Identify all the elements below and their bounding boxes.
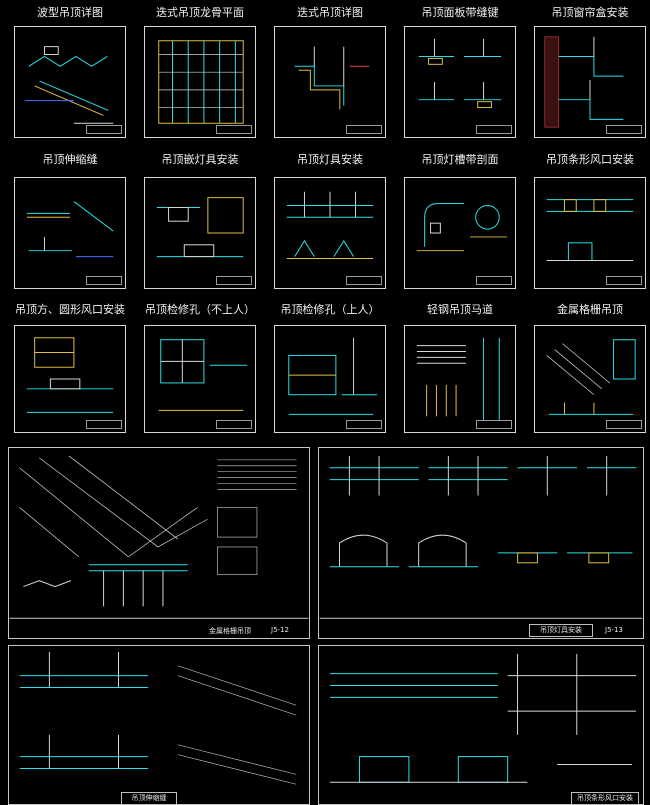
sheet-cell[interactable]: 吊顶条形风口安装 — [528, 151, 650, 289]
sheet-cell[interactable]: 吊顶窗帘盒安装 — [528, 4, 650, 138]
title-block — [216, 276, 252, 285]
drawing-sheet — [404, 177, 516, 289]
drawing-sheet — [14, 26, 126, 138]
drawing-sheet — [404, 26, 516, 138]
title-block — [86, 125, 122, 134]
sheet-cell[interactable]: 吊顶灯槽带剖面 — [398, 151, 522, 289]
sheet-title: 波型吊顶详图 — [37, 6, 103, 19]
title-block — [86, 420, 122, 429]
sheet-title: 迭式吊顶详图 — [297, 6, 363, 19]
sheet-footer-title: 吊顶条形风口安装 — [571, 792, 639, 805]
drawing-lines — [544, 36, 624, 128]
title-block — [216, 125, 252, 134]
sheet-cell[interactable]: 迭式吊顶详图 — [268, 4, 392, 138]
drawing-sheet — [144, 26, 256, 138]
sheet-cell[interactable]: 轻钢吊顶马道 — [398, 301, 522, 433]
sheet-title: 吊顶窗帘盒安装 — [551, 6, 629, 19]
sheet-title: 吊顶检修孔（不上人） — [145, 303, 255, 316]
sheet-title: 吊顶面板带缝键 — [421, 6, 499, 19]
drawing-sheet — [534, 177, 646, 289]
drawing-sheet — [404, 325, 516, 433]
title-block — [606, 420, 642, 429]
sheet-cell[interactable]: 吊顶伸缩缝 — [8, 151, 132, 289]
sheet-title: 吊顶条形风口安装 — [546, 153, 634, 166]
sheet-title: 迭式吊顶龙骨平面 — [156, 6, 244, 19]
sheet-cell[interactable]: 金属格栅吊顶 — [528, 301, 650, 433]
sheet-cell[interactable]: 吊顶嵌灯具安装 — [138, 151, 262, 289]
drawing-lines — [418, 38, 502, 109]
drawing-lines — [416, 203, 508, 252]
drawing-lines — [546, 339, 636, 415]
drawing-sheet — [274, 26, 386, 138]
grille-drawing — [9, 455, 309, 619]
drawing-sheet — [534, 26, 646, 138]
detail-sheet-joint[interactable]: 吊顶伸缩缝 — [8, 645, 310, 805]
title-block — [476, 125, 512, 134]
title-block — [346, 420, 382, 429]
sheet-cell[interactable]: 吊顶方、圆形风口安装 — [8, 301, 132, 433]
lighting-drawing — [319, 455, 643, 619]
drawing-sheet — [14, 177, 126, 289]
drawing-sheet — [144, 325, 256, 433]
sheet-cell[interactable]: 波型吊顶详图 — [8, 4, 132, 138]
title-block — [346, 276, 382, 285]
title-block — [476, 276, 512, 285]
sheet-cell[interactable]: 吊顶灯具安装 — [268, 151, 392, 289]
drawing-lines — [286, 191, 374, 260]
detail-sheet-vent[interactable]: 吊顶条形风口安装 — [318, 645, 644, 805]
drawing-sheet — [274, 325, 386, 433]
sheet-footer-title: 吊顶灯具安装 — [529, 624, 593, 637]
sheet-title: 吊顶方、圆形风口安装 — [15, 303, 125, 316]
title-block — [86, 276, 122, 285]
drawing-lines — [294, 46, 370, 110]
drawing-lines — [156, 197, 244, 258]
title-block — [606, 276, 642, 285]
sheet-cell[interactable]: 吊顶面板带缝键 — [398, 4, 522, 138]
title-block — [476, 420, 512, 429]
drawing-sheet — [274, 177, 386, 289]
detail-sheet-lighting[interactable]: 吊顶灯具安装 J5-13 — [318, 447, 644, 639]
detail-sheet-grille[interactable]: 金属格栅吊顶 J5-12 — [8, 447, 310, 639]
sheet-footer-code: J5-13 — [605, 626, 623, 634]
title-block — [216, 420, 252, 429]
sheet-footer-title: 金属格栅吊顶 — [209, 627, 251, 635]
sheet-cell[interactable]: 吊顶检修孔（上人） — [268, 301, 392, 433]
drawing-lines — [158, 339, 248, 411]
drawing-lines — [546, 199, 634, 261]
drawing-lines — [26, 337, 114, 413]
title-block — [606, 125, 642, 134]
drawing-lines — [416, 337, 500, 421]
drawing-lines — [26, 201, 114, 258]
drawing-lines — [24, 46, 114, 124]
sheet-footer-code: J5-12 — [271, 626, 289, 634]
title-block — [346, 125, 382, 134]
sheet-title: 吊顶伸缩缝 — [42, 153, 98, 166]
sheet-title: 吊顶检修孔（上人） — [280, 303, 380, 316]
joint-drawing — [19, 651, 297, 785]
sheet-title: 吊顶灯具安装 — [297, 153, 363, 166]
sheet-cell[interactable]: 迭式吊顶龙骨平面 — [138, 4, 262, 138]
vent-drawing — [329, 653, 637, 783]
sheet-title: 吊顶嵌灯具安装 — [161, 153, 239, 166]
sheet-cell[interactable]: 吊顶检修孔（不上人） — [138, 301, 262, 433]
drawing-lines — [288, 337, 378, 415]
sheet-title: 轻钢吊顶马道 — [427, 303, 493, 316]
drawing-sheet — [14, 325, 126, 433]
sheet-title: 金属格栅吊顶 — [557, 303, 623, 316]
drawing-lines — [158, 40, 244, 124]
sheet-footer-title: 吊顶伸缩缝 — [121, 792, 177, 805]
drawing-sheet — [534, 325, 646, 433]
drawing-sheet — [144, 177, 256, 289]
sheet-title: 吊顶灯槽带剖面 — [421, 153, 499, 166]
